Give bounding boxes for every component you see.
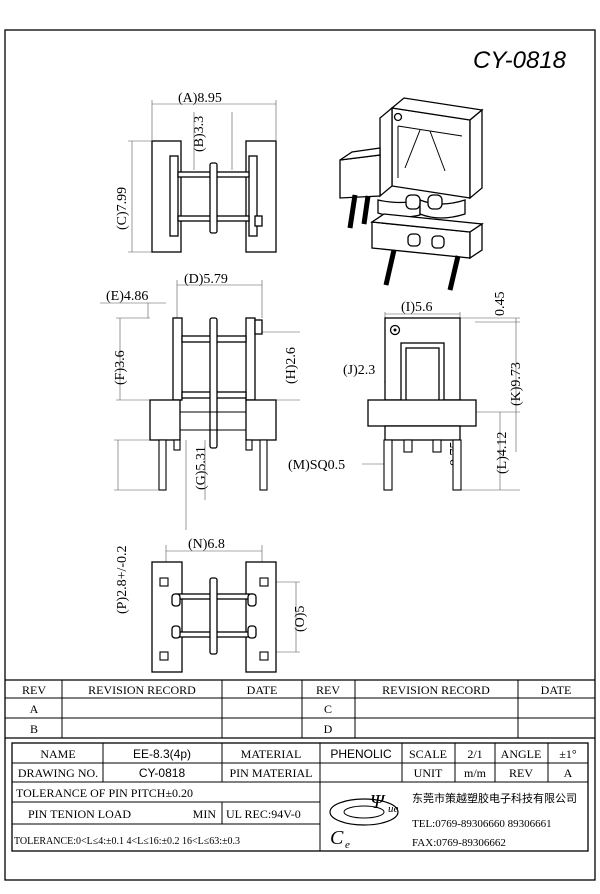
sheet-border [4, 29, 596, 881]
ul-rec: UL REC:94V-0 [226, 807, 301, 821]
rev-row-d: D [324, 722, 333, 736]
dim-a-label: (A)8.95 [178, 91, 222, 106]
dim-n-label: (N)6.8 [188, 537, 225, 552]
svg-text:e: e [345, 839, 350, 851]
company-name: 东莞市策越塑胶电子科技有限公司 [412, 791, 577, 805]
company-fax: FAX:0769-89306662 [412, 837, 506, 849]
dim-f-label: (F)3.6 [113, 350, 128, 385]
pin-material-label: PIN MATERIAL [230, 766, 313, 780]
scale-label: SCALE [409, 747, 447, 761]
rev-header-date-2: DATE [541, 683, 572, 697]
unit-label: UNIT [414, 766, 443, 780]
unit-value: m/m [464, 766, 487, 780]
drawing-no-value: CY-0818 [139, 766, 186, 780]
dim-p-label: (P)2.8+/-0.2 [115, 545, 130, 614]
dim-k-label: (K)9.73 [509, 362, 524, 406]
dim-d-label: (D)5.79 [184, 272, 228, 287]
company-tel: TEL:0769-89306660 89306661 [412, 818, 552, 830]
material-label: MATERIAL [241, 747, 302, 761]
dim-c-label: (C)7.99 [115, 187, 130, 230]
logo-ce: C [330, 827, 344, 849]
part-number-header: CY-0818 [473, 47, 567, 74]
dim-e-label: (E)4.86 [106, 289, 148, 304]
rev-label: REV [509, 766, 533, 780]
rev-header-rev-1: REV [22, 683, 46, 697]
dim-b-label: (B)3.3 [192, 116, 207, 152]
tolerance-note: TOLERANCE:0<L≤4:±0.1 4<L≤16:±0.2 16<L≤63… [14, 836, 240, 847]
angle-label: ANGLE [501, 747, 542, 761]
rev-header-date-1: DATE [247, 683, 278, 697]
revision-table: REV REVISION RECORD DATE REV REVISION RE… [5, 679, 595, 739]
angle-value: ±1° [559, 747, 577, 761]
view-front: (D)5.79 (E)4.86 (F)3.6 (G)5.31 (H)2.6 (P… [100, 272, 300, 614]
rev-header-record-1: REVISION RECORD [88, 683, 196, 697]
view-isometric [339, 97, 484, 291]
dim-g-label: (G)5.31 [194, 446, 209, 490]
tolerance-pin-pitch: TOLERANCE OF PIN PITCH±0.20 [16, 786, 193, 800]
company-logo: C e Ψ ue [329, 791, 399, 851]
dim-top-gap-label: 0.45 [493, 292, 508, 317]
dim-h-label: (H)2.6 [284, 347, 299, 384]
rev-row-b: B [30, 722, 38, 736]
dim-o-label: (O)5 [293, 606, 308, 632]
dim-i-label: (I)5.6 [401, 300, 433, 315]
view-top: (A)8.95 (B)3.3 (C)7.99 [115, 91, 277, 253]
rev-value: A [564, 766, 573, 780]
logo-psi: Ψ [370, 791, 386, 813]
dim-j-label: (J)2.3 [343, 363, 375, 378]
dim-m-label: (M)SQ0.5 [288, 458, 345, 473]
min-label: MIN [193, 807, 217, 821]
drawing-no-label: DRAWING NO. [18, 766, 98, 780]
material-value: PHENOLIC [330, 747, 392, 761]
scale-value: 2/1 [467, 747, 482, 761]
rev-row-c: C [324, 702, 332, 716]
pin-tension-load: PIN TENION LOAD [28, 807, 131, 821]
dim-l-label: (L)4.12 [495, 432, 510, 474]
name-label: NAME [40, 747, 75, 761]
title-block: NAME EE-8.3(4p) MATERIAL PHENOLIC SCALE … [11, 742, 589, 852]
view-side: (I)5.6 0.45 (K)9.73 (J)2.3 (L)4.12 0.75 … [288, 292, 524, 491]
name-value: EE-8.3(4p) [133, 747, 191, 761]
rev-header-record-2: REVISION RECORD [382, 683, 490, 697]
rev-header-rev-2: REV [316, 683, 340, 697]
view-bottom: (N)6.8 (O)5 [151, 537, 308, 673]
svg-text:ue: ue [388, 803, 399, 815]
rev-row-a: A [30, 702, 39, 716]
